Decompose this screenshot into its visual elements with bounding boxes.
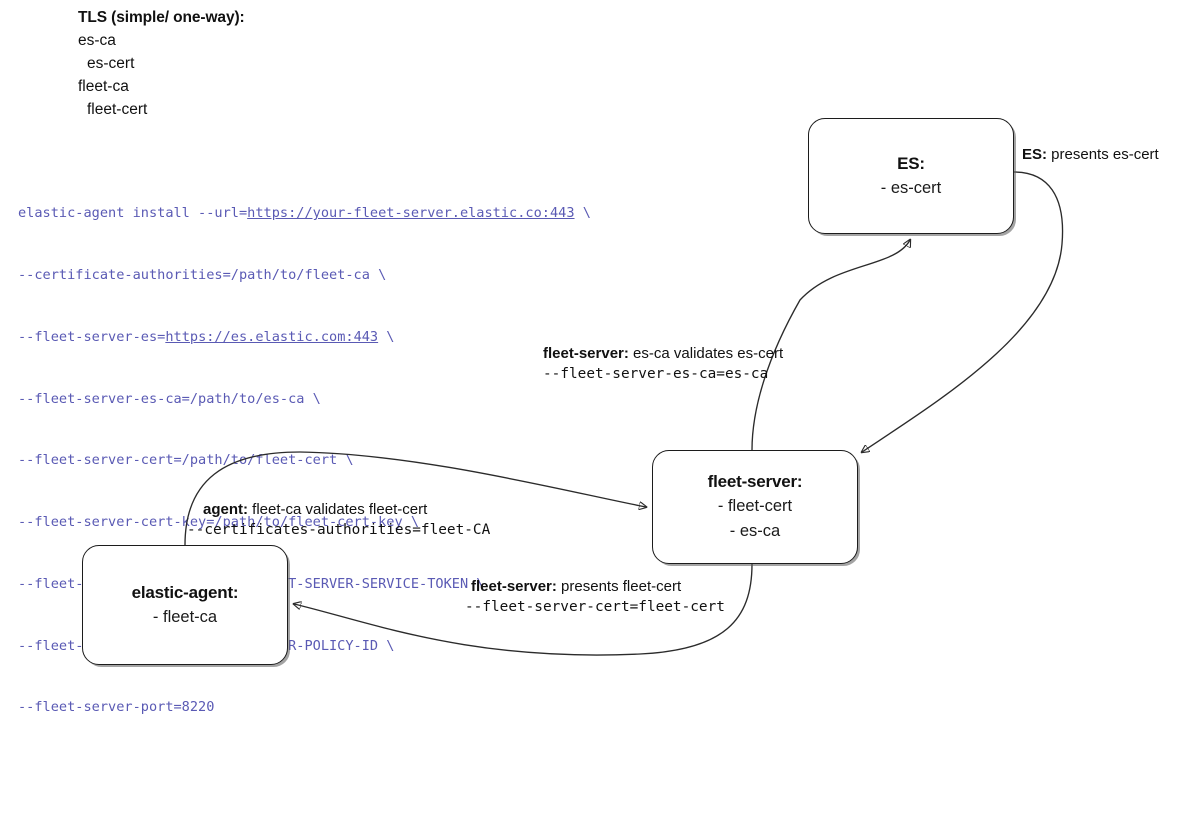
command-line-1-pre: elastic-agent install --url=: [18, 205, 248, 222]
legend-item-fleet-cert: fleet-cert: [87, 101, 148, 118]
node-elastic-agent-line-1: - fleet-ca: [152, 607, 218, 626]
edge-es-to-fleet-server: [862, 171, 1064, 452]
node-fleet-server-title: fleet-server:: [707, 472, 803, 491]
edge-label-es-presents-bold: ES:: [1022, 146, 1048, 163]
edge-label-fleet-server-presents: fleet-server: presents fleet-cert --flee…: [465, 576, 725, 618]
legend-item-es-ca: es-ca: [78, 32, 116, 49]
legend-block: TLS (simple/ one-way): es-ca es-cert fle…: [78, 6, 245, 121]
edge-fleet-server-to-agent: [294, 563, 753, 656]
legend-item-es-cert: es-cert: [87, 55, 135, 72]
node-fleet-server-line-2: - es-ca: [729, 522, 781, 540]
node-es-title: ES:: [897, 153, 925, 173]
command-line-2: --certificate-authorities=/path/to/fleet…: [18, 266, 387, 283]
node-fleet-server-line-1: - fleet-cert: [717, 497, 793, 515]
command-line-6: --fleet-server-cert-key=/path/to/fleet-c…: [18, 514, 420, 531]
edge-fleet-server-to-es: [751, 240, 910, 451]
edge-label-fs-validates-rest: es-ca validates es-cert: [628, 345, 784, 362]
legend-title: TLS (simple/ one-way):: [78, 9, 245, 26]
edge-label-fs-validates-text: fleet-server: es-ca validates es-cert: [543, 343, 783, 364]
command-line-9: --fleet-server-port=8220: [18, 699, 215, 716]
es-url-link[interactable]: https://es.elastic.com:443: [165, 328, 379, 345]
edge-label-agent-validates-text: agent: fleet-ca validates fleet-cert: [203, 499, 490, 520]
command-line-3-post: \: [378, 328, 395, 345]
command-line-4: --fleet-server-es-ca=/path/to/es-ca \: [18, 390, 321, 407]
edge-label-agent-validates: agent: fleet-ca validates fleet-cert --c…: [187, 499, 490, 541]
legend-item-fleet-ca: fleet-ca: [78, 78, 129, 95]
edge-label-es-presents: ES: presents es-cert: [1022, 144, 1159, 165]
edge-label-fs-validates-bold: fleet-server:: [543, 345, 629, 362]
edge-label-agent-validates-bold: agent:: [203, 501, 248, 518]
edge-label-fs-presents-text: fleet-server: presents fleet-cert: [471, 576, 725, 597]
command-line-1: elastic-agent install --url=https://your…: [18, 203, 591, 224]
command-line-3: --fleet-server-es=https://es.elastic.com…: [18, 327, 591, 348]
command-line-1-post: \: [574, 205, 591, 222]
node-elastic-agent[interactable]: elastic-agent: - fleet-ca: [82, 545, 288, 665]
edge-label-agent-validates-code: --certificates-authorities=fleet-CA: [187, 522, 491, 538]
edge-label-es-presents-rest: presents es-cert: [1047, 146, 1159, 163]
edge-label-fleet-server-validates: fleet-server: es-ca validates es-cert --…: [543, 343, 783, 385]
command-line-3-pre: --fleet-server-es=: [18, 328, 166, 345]
edge-label-fs-presents-bold: fleet-server:: [471, 578, 557, 595]
edge-label-fs-validates-code: --fleet-server-es-ca=es-ca: [543, 366, 769, 382]
node-es-line-1: - es-cert: [880, 178, 942, 197]
edge-label-fs-presents-code: --fleet-server-cert=fleet-cert: [465, 599, 725, 615]
edge-label-es-presents-text: ES: presents es-cert: [1022, 144, 1159, 165]
node-fleet-server[interactable]: fleet-server: - fleet-cert - es-ca: [652, 450, 858, 564]
fleet-server-url-link[interactable]: https://your-fleet-server.elastic.co:443: [247, 205, 575, 222]
edge-label-fs-presents-rest: presents fleet-cert: [556, 578, 682, 595]
node-elastic-agent-title: elastic-agent:: [131, 582, 239, 602]
node-es[interactable]: ES: - es-cert: [808, 118, 1014, 234]
edge-agent-to-fleet-server: [184, 451, 646, 546]
edge-label-agent-validates-rest: fleet-ca validates fleet-cert: [248, 501, 428, 518]
